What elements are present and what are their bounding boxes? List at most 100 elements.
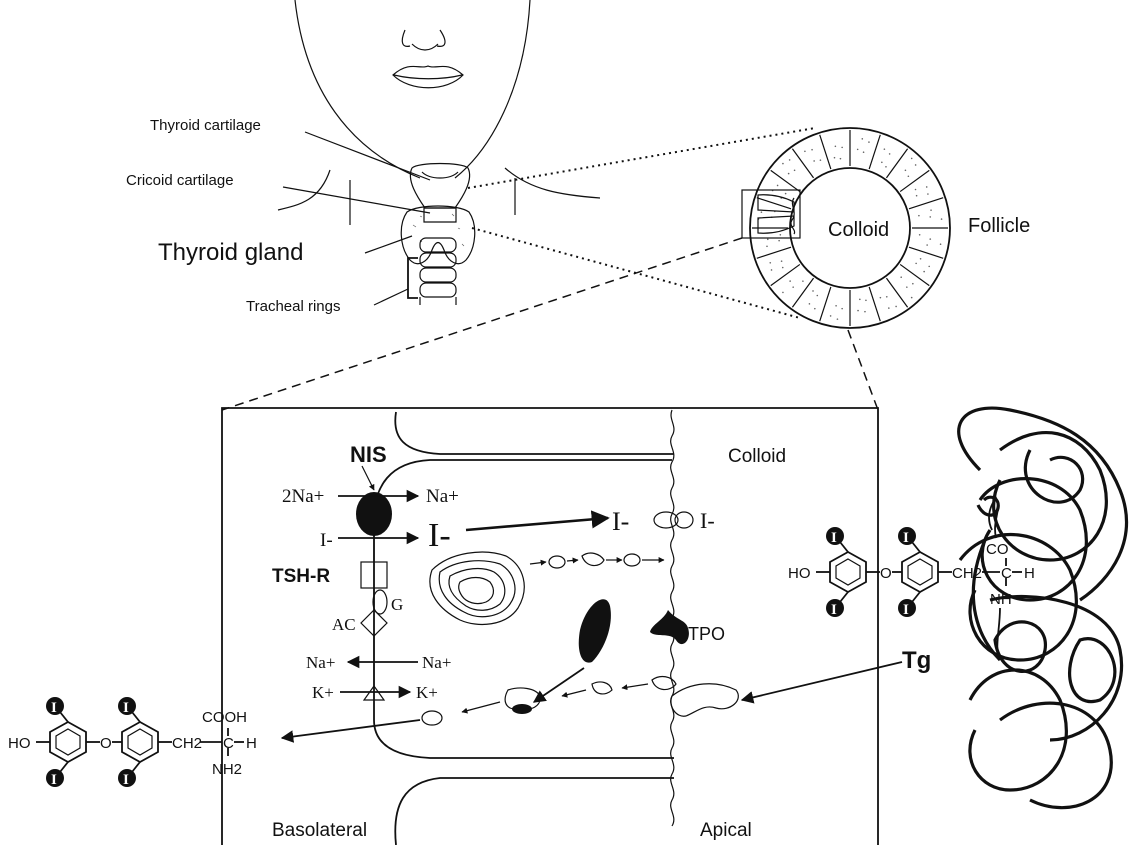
follicle-cell-stipple: [802, 280, 804, 282]
follicle-cell-stipple: [780, 234, 782, 236]
follicle-cell-stipple: [841, 147, 843, 149]
tpo-label: TPO: [688, 624, 725, 644]
released-i-top-right: I: [123, 700, 129, 716]
thyroid-gland-illustration: [401, 164, 474, 306]
cell-colloid-label: Colloid: [728, 446, 786, 467]
released-c: C: [223, 735, 234, 752]
follicle-cell-stipple: [782, 292, 784, 294]
released-ho: HO: [8, 735, 31, 752]
follicle-cell-stipple: [792, 286, 794, 288]
follicle-cell-wall: [869, 135, 880, 169]
follicle-cell-wall: [900, 264, 929, 285]
follicle-cell-stipple: [915, 164, 917, 166]
follicle-cell-stipple: [911, 158, 913, 160]
follicle-cell-stipple: [940, 243, 942, 245]
released-h: H: [246, 735, 257, 752]
follicle-cell-stipple: [782, 163, 784, 165]
follicle-cell-stipple: [905, 170, 907, 172]
pump-na-left-label: Na+: [306, 653, 335, 672]
follicle-cell-stipple: [881, 162, 883, 164]
follicle-cell-stipple: [930, 209, 932, 211]
pump-k-right-label: K+: [416, 683, 438, 702]
follicle-cell-stipple: [863, 151, 865, 153]
bound-co: CO: [986, 541, 1009, 558]
follicle-cell-stipple: [767, 239, 769, 241]
ac-label: AC: [332, 615, 356, 634]
follicle-cell-stipple: [918, 215, 920, 217]
follicle-cell-wall: [869, 287, 880, 321]
bound-o: O: [880, 565, 892, 582]
follicle-cell-stipple: [811, 149, 813, 151]
follicle-cell-stipple: [820, 159, 822, 161]
follicle-cell-stipple: [834, 157, 836, 159]
golgi-and-vesicles: TPO: [282, 552, 738, 738]
iodide-in-label: I-: [320, 530, 333, 551]
bound-i-top-right: I: [903, 530, 909, 546]
released-thyroid-hormone: I I I I HO O COOH CH2 C H NH2: [8, 697, 257, 788]
follicle-cell-stipple: [864, 311, 866, 313]
follicle-label: Follicle: [968, 215, 1030, 237]
follicle-cell-stipple: [923, 271, 925, 273]
follicle-cell-stipple: [885, 166, 887, 168]
pump-k-left-label: K+: [312, 683, 334, 702]
follicle-cell-wall: [771, 170, 800, 191]
g-label: G: [391, 595, 403, 614]
released-cooh: COOH: [202, 709, 247, 726]
bound-ho: HO: [788, 565, 811, 582]
follicle-cell-wall: [757, 247, 791, 258]
follicle-cell-stipple: [781, 260, 783, 262]
follicle-cell-stipple: [840, 158, 842, 160]
bound-h: H: [1024, 565, 1035, 582]
follicle-cell-stipple: [841, 308, 843, 310]
follicle-cell-wall: [886, 149, 907, 178]
bound-i-bottom-right: I: [903, 602, 909, 618]
released-i-bottom-right: I: [123, 772, 129, 788]
basolateral-label: Basolateral: [272, 820, 367, 841]
follicle-cell-stipple: [837, 318, 839, 320]
anatomy-labels: Thyroid cartilage Cricoid cartilage Thyr…: [126, 117, 430, 315]
neck-illustration: [278, 0, 600, 225]
released-ch2: CH2: [172, 735, 202, 752]
bound-i-top-left: I: [831, 530, 837, 546]
na-k-pump: Na+ Na+ K+ K+: [306, 653, 451, 702]
follicle-cell-stipple: [794, 170, 796, 172]
iodide-colloid-label: I-: [700, 508, 715, 533]
tg-label: Tg: [902, 647, 931, 674]
follicle-cell-stipple: [889, 153, 891, 155]
follicle-cell-stipple: [769, 262, 771, 264]
follicle-cell-stipple: [816, 295, 818, 297]
follicle-cell-stipple: [857, 149, 859, 151]
follicle-cell-stipple: [929, 238, 931, 240]
follicle-cell-stipple: [777, 185, 779, 187]
follicle-cell-stipple: [911, 297, 913, 299]
follicle-cell-stipple: [929, 216, 931, 218]
follicle-cell-stipple: [782, 267, 784, 269]
follicle-cell-stipple: [912, 283, 914, 285]
follicle-cell-stipple: [906, 286, 908, 288]
cell-panel: [222, 408, 878, 845]
apical-label: Apical: [700, 820, 752, 841]
bound-i-bottom-left: I: [831, 602, 837, 618]
follicle-cell-stipple: [857, 310, 859, 312]
follicle-cell-wall: [792, 149, 813, 178]
nis-transporter: NIS 2Na+ Na+ I- I- I- I-: [282, 442, 715, 554]
nis-label: NIS: [350, 442, 387, 467]
follicle-cell-wall: [757, 198, 791, 209]
pump-na-right-label: Na+: [422, 653, 451, 672]
follicle-cell-stipple: [886, 296, 888, 298]
follicle-cell-stipple: [812, 290, 814, 292]
follicle-cell-stipple: [919, 234, 921, 236]
follicle-cell-wall: [886, 278, 907, 307]
follicle-cell-stipple: [789, 280, 791, 282]
label-thyroid-cartilage: Thyroid cartilage: [150, 117, 261, 134]
iodide-cell-label: I-: [428, 517, 451, 554]
follicle-cell-stipple: [766, 246, 768, 248]
follicle-cell-stipple: [908, 175, 910, 177]
released-i-top-left: I: [51, 700, 57, 716]
follicle-cell-stipple: [835, 145, 837, 147]
follicle-cell-stipple: [915, 189, 917, 191]
follicle-cell-stipple: [926, 244, 928, 246]
follicle-cell-stipple: [804, 150, 806, 152]
follicle-cell-stipple: [788, 173, 790, 175]
